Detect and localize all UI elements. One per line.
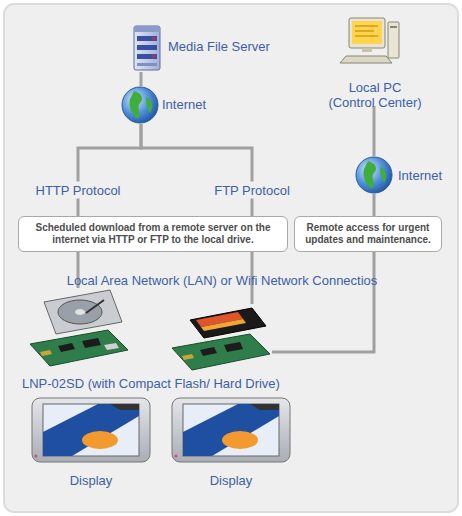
compact-flash-card [201,319,246,331]
server-icon [137,54,157,59]
node-label: Internet [398,168,442,183]
circuit-board [30,330,128,366]
internet-node: Internet [355,156,455,194]
display-screen [43,404,139,456]
pc-icon [352,21,382,44]
pc-icon [388,22,399,58]
server-icon [137,45,157,50]
circuit-board [82,338,101,348]
pc-icon [355,25,378,27]
node-label: Display [170,473,292,488]
globe-icon [122,87,158,123]
hard-drive [44,290,122,334]
globe-icon [146,97,152,113]
display-screen [250,404,279,410]
circuit-board [182,354,194,360]
circuit-board [172,334,270,370]
server-icon [134,26,160,70]
pc-icon [355,30,374,32]
background-panel [4,4,458,512]
display-screen [183,404,279,456]
hard-drive [86,300,104,313]
device-label: LNP-02SD (with Compact Flash/ Hard Drive… [22,376,280,391]
protocol-label: HTTP Protocol [33,182,122,199]
pc-icon [349,18,385,48]
circuit-board [40,350,52,356]
pc-icon [390,26,397,28]
node-label: Internet [162,97,206,112]
note-box: Scheduled download from a remote server … [18,216,288,252]
server-icon [153,37,156,40]
connector-line [78,124,141,288]
display-screen [35,455,38,458]
display-screen [175,455,178,458]
connector-line [140,72,143,86]
server-icon [137,36,157,41]
display-screen [82,431,118,449]
display-node: Display [170,396,292,464]
circuit-board [104,343,119,350]
background-panel [4,4,458,512]
compact-flash-card [190,308,266,338]
server-icon [153,55,156,58]
compact-flash-card [190,308,266,338]
display-screen [32,398,150,462]
connector-line [373,106,376,156]
display-node: Display [30,396,152,464]
circuit-board [224,342,243,352]
protocol-label: FTP Protocol [212,182,292,199]
network-label: Local Area Network (LAN) or Wifi Network… [22,273,422,288]
server-icon [134,26,160,70]
node-label: Display [30,473,152,488]
node-label: Media File Server [168,39,270,54]
globe-icon [129,91,142,119]
server-icon [137,63,157,66]
circuit-board [200,347,217,356]
node-label: Local PC (Control Center) [325,80,425,110]
internet-node: Internet [121,86,221,124]
board-node [166,304,272,370]
display-screen [183,404,279,456]
display-screen [110,404,139,410]
hard-drive [58,300,102,324]
server-icon [134,26,160,32]
server-node: Media File Server [128,22,300,72]
pc-icon [340,56,392,63]
pc-icon [355,35,378,37]
globe-icon [356,157,392,193]
circuit-board [30,330,128,366]
note-box: Remote access for urgent updates and mai… [294,216,442,252]
display-screen [172,398,290,462]
circuit-board [58,343,75,352]
note-text: Scheduled download from a remote server … [24,222,282,246]
globe-icon [356,157,392,193]
circuit-board [172,334,270,370]
pc-icon [340,18,399,63]
globe-icon [122,87,158,123]
display-screen [172,398,290,462]
pc-icon [362,48,372,52]
globe-icon [380,167,386,183]
hard-drive [44,290,122,334]
display-screen [222,431,258,449]
pc-node: Local PC (Control Center) [325,14,425,106]
board-node: LNP-02SD (with Compact Flash/ Hard Drive… [26,288,130,368]
hard-drive [75,309,85,315]
globe-icon [363,161,376,189]
note-text: Remote access for urgent updates and mai… [300,222,436,246]
display-screen [43,404,139,456]
display-screen [32,398,150,462]
